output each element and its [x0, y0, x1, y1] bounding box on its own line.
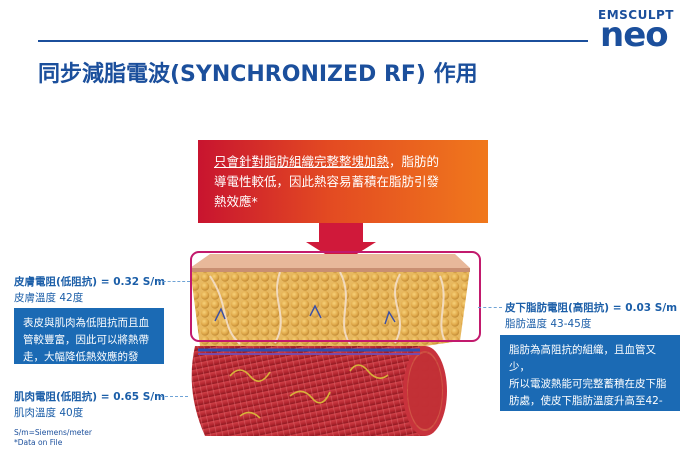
muscle-resistance-label: 肌肉電阻(低阻抗) = 0.65 S/m	[14, 391, 166, 403]
fat-leader-line	[478, 307, 502, 308]
fat-resistance-label: 皮下脂肪電阻(高阻抗) = 0.03 S/m	[505, 302, 678, 314]
down-arrow-stem	[319, 223, 363, 243]
tissue-illustration	[190, 254, 470, 436]
fat-info-box: 脂肪為高阻抗的組織，且血管又少， 所以電波熱能可完整蓄積在皮下脂 肪處，使皮下脂…	[500, 335, 680, 441]
callout-emphasis: 只會針對脂肪組織完整整塊加熱	[214, 154, 390, 169]
footnote-data: *Data on File	[14, 438, 63, 447]
brand-wordmark-top: EMSCULPT	[598, 8, 674, 22]
fat-highlight-frame	[190, 251, 481, 342]
muscle-layer	[191, 346, 447, 436]
page-title: 同步減脂電波(SYNCHRONIZED RF) 作用	[38, 62, 478, 87]
skin-temperature-label: 皮膚溫度 42度	[14, 292, 84, 304]
skin-info-line-1: 表皮與肌肉為低阻抗而且血	[23, 317, 149, 329]
fat-info-line-2: 所以電波熱能可完整蓄積在皮下脂	[509, 378, 667, 390]
skin-info-line-3: 走，大幅降低熱效應的發生。	[23, 351, 139, 380]
callout-text: 只會針對脂肪組織完整整塊加熱，脂肪的 導電性較低，因此熱容易蓄積在脂肪引發 熱效…	[214, 152, 474, 212]
skin-leader-line	[158, 281, 190, 282]
skin-resistance-label: 皮膚電阻(低阻抗) = 0.32 S/m	[14, 276, 166, 288]
header-divider	[38, 40, 588, 42]
fat-info-line-4: 度，造成脂肪細胞凋亡。	[509, 429, 625, 441]
callout-panel	[198, 140, 488, 223]
fat-layer	[190, 268, 470, 346]
muscle-temperature-label: 肌肉溫度 40度	[14, 407, 84, 419]
footnote-units: S/m=Siemens/meter	[14, 428, 93, 437]
fat-info-line-1: 脂肪為高阻抗的組織，且血管又少，	[509, 344, 656, 373]
fat-info-line-3: 肪處，使皮下脂肪溫度升高至42-45	[509, 395, 663, 424]
brand-logo-neo: neo	[600, 15, 669, 55]
skin-info-line-2: 管較豐富，因此可以將熱帶	[23, 334, 149, 346]
callout-line1-rest: ，脂肪的	[389, 154, 440, 169]
muscle-leader-line	[160, 396, 188, 397]
skin-info-box: 表皮與肌肉為低阻抗而且血 管較豐富，因此可以將熱帶 走，大幅降低熱效應的發生。	[14, 308, 164, 380]
skin-layer	[190, 254, 470, 272]
fat-temperature-label: 脂肪溫度 43-45度	[505, 318, 592, 330]
callout-line3: 熱效應*	[214, 194, 258, 209]
callout-line2: 導電性較低，因此熱容易蓄積在脂肪引發	[214, 174, 440, 189]
blood-vessels	[198, 348, 420, 419]
